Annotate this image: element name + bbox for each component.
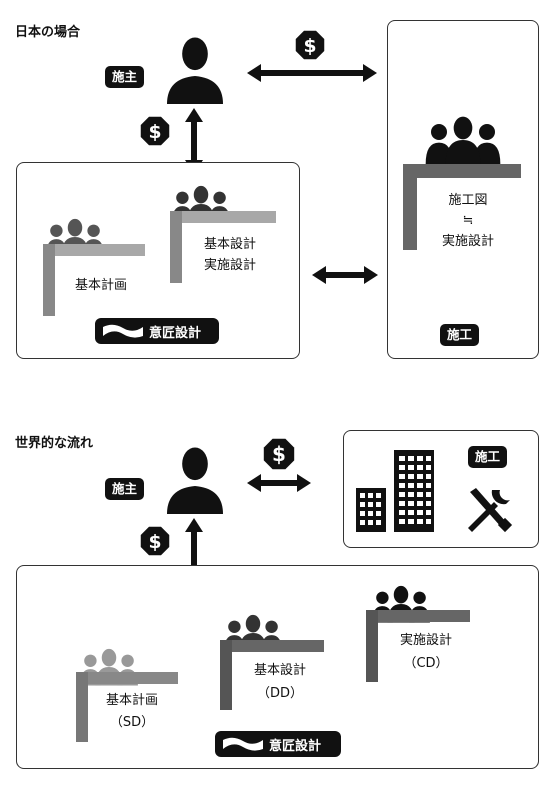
- approx-equal-text: ≒: [462, 213, 474, 228]
- double-arrow-owner-contractor: [247, 64, 377, 82]
- cd-title: 実施設計: [399, 633, 452, 648]
- dollar-octagon-icon: [140, 116, 170, 146]
- tools-icon: [468, 488, 513, 533]
- flag-icon: [170, 211, 276, 283]
- dollar-octagon-icon: [263, 438, 295, 470]
- person-icon: [160, 34, 230, 104]
- contractor-tag: 施工: [440, 324, 480, 346]
- double-arrow-owner-contractor: [247, 474, 311, 492]
- dollar-octagon-icon: [295, 30, 325, 60]
- shop-drawing-text: 施工図: [448, 193, 488, 208]
- person-icon: [160, 444, 230, 514]
- dd-subtitle: （DD）: [256, 686, 304, 701]
- design-banner: 意匠設計: [95, 318, 219, 344]
- flag-icon: [76, 672, 178, 742]
- design-banner: 意匠設計: [215, 731, 341, 757]
- dollar-octagon-icon: [140, 526, 170, 556]
- design-banner-label: 意匠設計: [149, 325, 202, 341]
- design-banner-label: 意匠設計: [269, 738, 322, 754]
- flag-icon: [366, 610, 470, 682]
- sd-title: 基本計画: [105, 693, 158, 708]
- sd-subtitle: （SD）: [109, 715, 155, 730]
- detailed-design-text: 実施設計: [203, 258, 256, 273]
- flag-icon: [403, 164, 521, 250]
- flag-banner-icon: [103, 324, 143, 338]
- flag-icon: [43, 244, 145, 316]
- owner-tag: 施主: [105, 66, 145, 88]
- building-icon: [356, 450, 434, 532]
- flag-banner-icon: [223, 737, 263, 751]
- double-arrow-design-contractor: [312, 266, 378, 284]
- world-section-title: 世界的な流れ: [15, 436, 94, 451]
- plan-text: 基本計画: [74, 278, 127, 293]
- flag-icon: [220, 640, 324, 710]
- group-icon: [422, 116, 504, 164]
- dd-title: 基本設計: [253, 663, 306, 678]
- basic-design-text: 基本設計: [203, 237, 256, 252]
- contractor-detailed-design-text: 実施設計: [441, 234, 494, 249]
- japan-section-title: 日本の場合: [15, 25, 81, 40]
- cd-subtitle: （CD）: [403, 656, 449, 671]
- contractor-tag: 施工: [468, 446, 508, 468]
- owner-tag: 施主: [105, 478, 145, 500]
